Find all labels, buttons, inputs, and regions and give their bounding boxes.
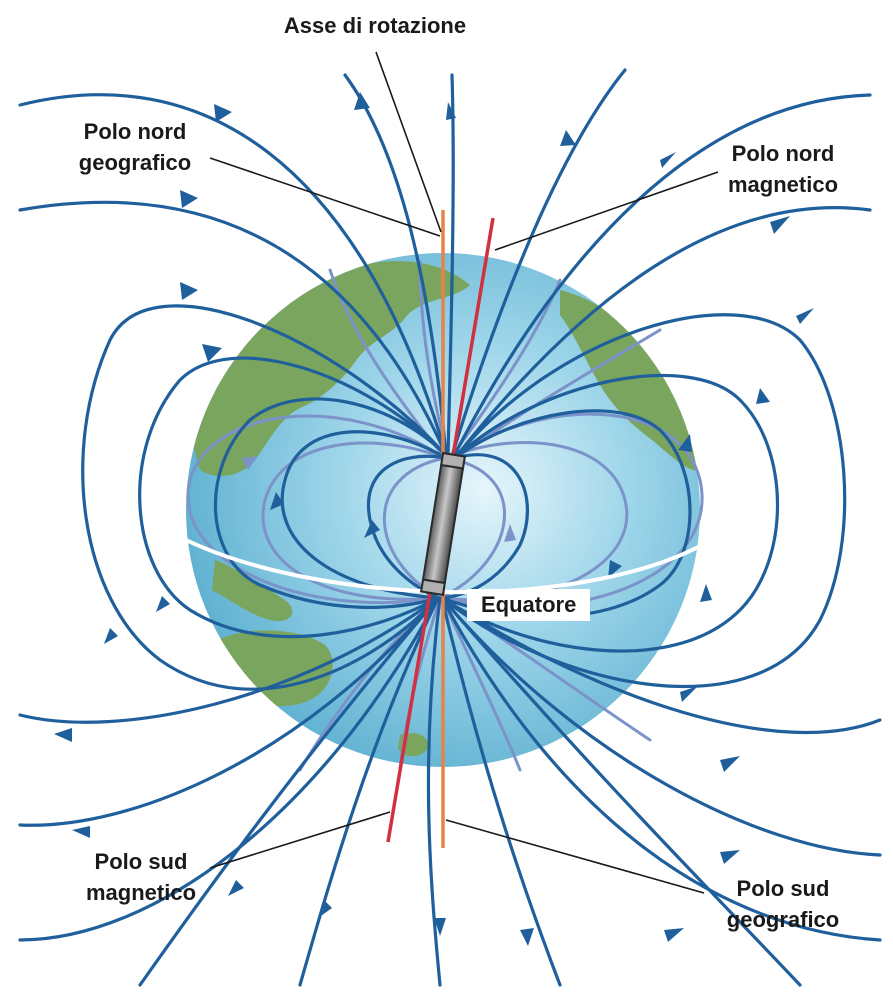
field-arrows	[54, 92, 814, 946]
mag-south-label: Polo sud magnetico	[66, 846, 216, 908]
arrow-icon	[242, 456, 258, 470]
leader-geo-north	[209, 157, 441, 237]
arrow-icon	[680, 686, 698, 702]
equator-line	[185, 538, 703, 595]
field-line-loop-right-1	[440, 313, 847, 688]
field-line-right-3	[440, 596, 882, 735]
mag-north-label: Polo nord magnetico	[708, 138, 858, 200]
arrow-icon	[504, 524, 516, 542]
field-line-right-2	[453, 206, 872, 460]
field-line-loop-left-5	[280, 430, 448, 600]
field-line-bottom-2	[426, 596, 442, 987]
field-line-left-5	[18, 596, 440, 942]
arrow-icon	[770, 216, 790, 234]
field-line-loop-left-2	[138, 356, 448, 639]
field-line-right-4	[440, 596, 882, 857]
geo-south-label: Polo sud geografico	[708, 873, 858, 935]
arrow-icon	[678, 434, 692, 452]
field-line-bottom-4	[138, 596, 440, 987]
arrow-icon	[54, 728, 72, 742]
arrow-icon	[796, 308, 814, 324]
geo-north-label: Polo nord geografico	[60, 116, 210, 178]
field-line-loop-left-4	[366, 454, 448, 600]
leader-mag-north	[494, 171, 719, 251]
arrow-icon	[180, 282, 198, 300]
arrow-icon	[720, 850, 740, 864]
continent-southeast-asia	[212, 560, 293, 622]
field-line-bottom-3	[440, 596, 562, 987]
arrow-icon	[756, 388, 770, 404]
mag-south-label-line1: Polo sud	[94, 849, 188, 874]
arrow-icon	[228, 880, 244, 896]
field-line-left-2	[18, 200, 448, 457]
geo-north-label-line1: Polo nord	[83, 119, 187, 144]
field-line-loop-left-3	[213, 397, 448, 609]
leader-geo-south	[445, 819, 705, 894]
field-line-loop-left-1	[81, 304, 448, 691]
arrow-icon	[202, 344, 222, 362]
leader-rotation-axis	[375, 51, 442, 233]
arrow-icon	[214, 104, 232, 122]
arrow-icon	[700, 584, 712, 602]
arrow-icon	[608, 560, 622, 578]
equator-label: Equatore	[467, 589, 591, 621]
geo-south-label-line1: Polo sud	[736, 876, 830, 901]
field-line-right-5	[440, 596, 882, 942]
arrow-icon	[72, 826, 90, 838]
mag-south-label-line2: magnetico	[85, 880, 197, 905]
arrow-icon	[180, 190, 198, 208]
mag-north-label-line2: magnetico	[727, 172, 839, 197]
arrow-icon	[720, 756, 740, 772]
leader-lines	[209, 51, 719, 894]
field-line-left-4	[18, 596, 440, 827]
arrow-icon	[520, 928, 534, 946]
geo-south-label-line2: geografico	[726, 907, 840, 932]
rotation-axis-label: Asse di rotazione	[283, 13, 467, 38]
arrow-icon	[270, 492, 284, 510]
arrow-icon	[364, 520, 380, 538]
field-line-top-3	[450, 68, 627, 458]
field-line-bottom-1	[298, 596, 440, 987]
arrow-icon	[446, 102, 456, 120]
arrow-icon	[104, 628, 118, 644]
mag-north-label-line1: Polo nord	[731, 141, 835, 166]
arrow-icon	[660, 152, 676, 168]
arrow-icon	[664, 928, 684, 942]
geo-north-label-line2: geografico	[78, 150, 192, 175]
field-line-left-3	[18, 596, 440, 724]
field-line-left-1	[18, 93, 448, 457]
bar-magnet	[420, 451, 466, 597]
field-line-bottom-5	[440, 596, 802, 987]
arrow-icon	[560, 130, 576, 146]
field-line-loop-right-2	[440, 373, 780, 653]
arrow-icon	[318, 900, 332, 918]
arrow-icon	[156, 596, 170, 612]
arrow-icon	[434, 918, 446, 936]
arrow-icon	[354, 92, 370, 110]
leader-mag-south	[209, 811, 391, 869]
field-lines	[18, 68, 882, 987]
